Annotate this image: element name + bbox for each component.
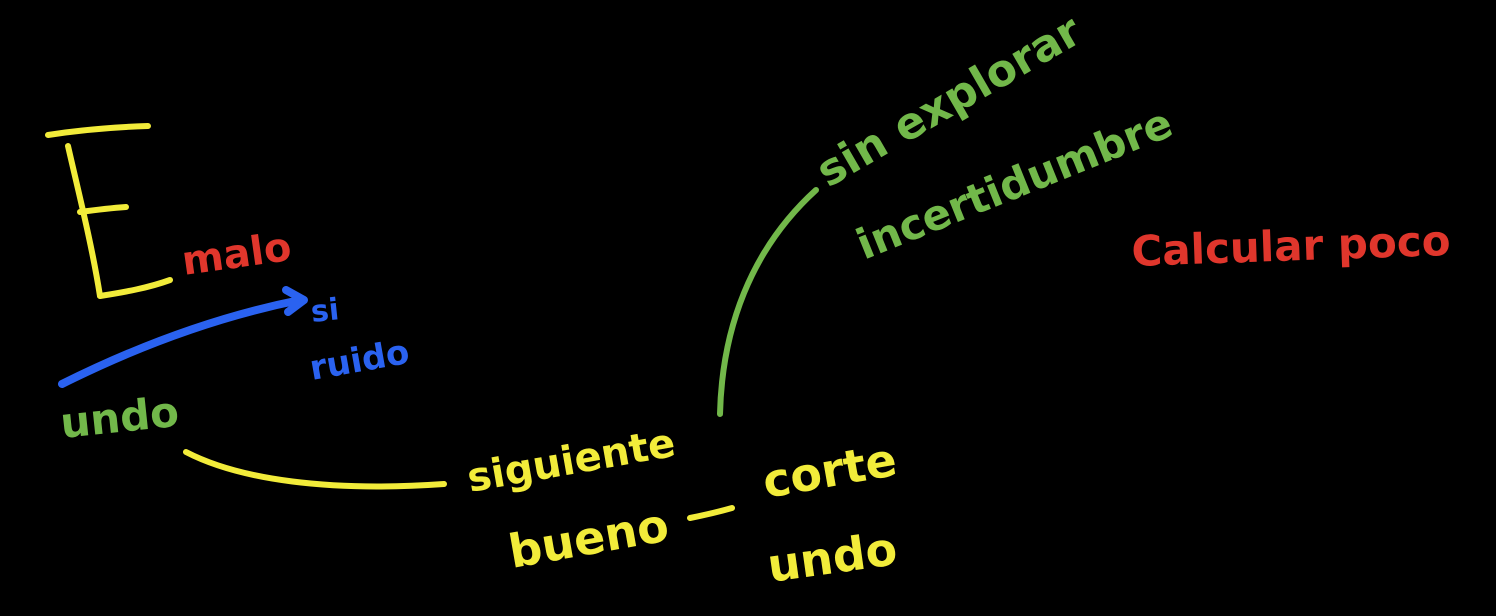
e-top-bar — [45, 123, 151, 138]
green-connector — [717, 187, 819, 417]
e-middle-bar — [77, 204, 129, 215]
blue-arrow-shaft — [58, 296, 304, 388]
label-calcular-poco: Calcular poco — [1131, 216, 1452, 276]
yellow-connector — [183, 449, 447, 490]
label-si: si — [309, 292, 341, 330]
dash-connector — [687, 505, 735, 521]
big-letter-e — [45, 123, 173, 299]
blue-arrow — [58, 286, 308, 388]
blue-arrow-head — [282, 286, 308, 316]
e-bottom-bar — [97, 277, 173, 299]
e-spine — [65, 143, 103, 299]
